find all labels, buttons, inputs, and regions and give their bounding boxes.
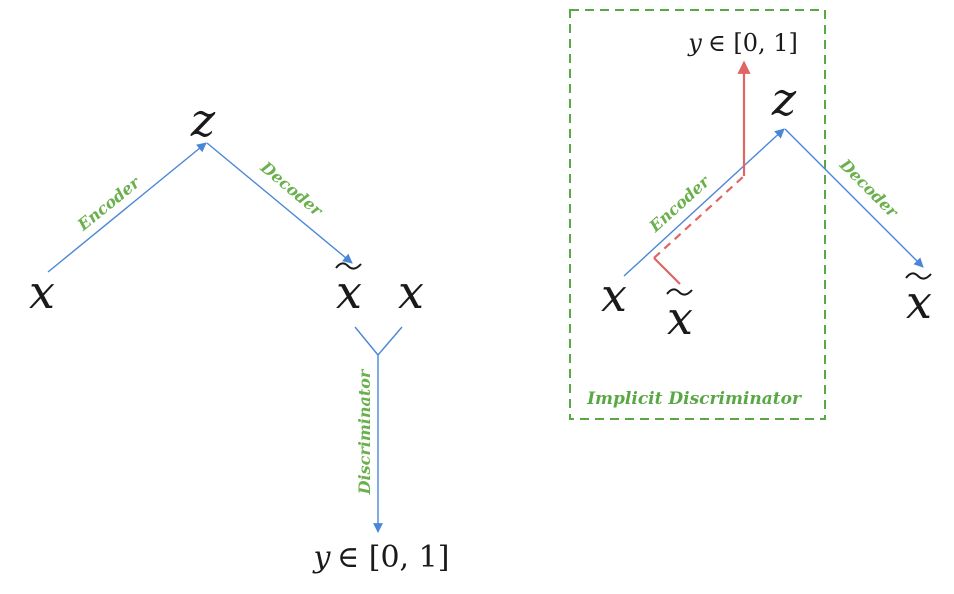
left-y-range: ∈ [0, 1]: [337, 540, 449, 575]
right-diagram: Encoder Decoder Implicit Discriminator z…: [569, 9, 932, 420]
right-node-y-output: y ∈ [0, 1]: [687, 29, 798, 57]
left-node-x-real: x: [398, 265, 424, 319]
right-tilde-mark-input: [666, 288, 693, 296]
implicit-discriminator-label: Implicit Discriminator: [586, 389, 802, 409]
left-node-y-output: y ∈ [0, 1]: [312, 540, 450, 575]
right-decoder-label: Decoder: [835, 154, 903, 222]
left-node-z: z: [190, 93, 216, 147]
left-diagram: Encoder Decoder Discriminator z x x x y …: [29, 93, 449, 575]
right-node-x-tilde-input: x: [666, 288, 693, 345]
left-y-letter: y: [312, 540, 332, 575]
right-y-range: ∈ [0, 1]: [708, 29, 798, 57]
right-encoder-label: Encoder: [645, 171, 715, 236]
left-merge-line-real: [377, 326, 403, 356]
left-merge-line-recon: [354, 326, 379, 356]
left-encoder-label: Encoder: [73, 172, 144, 235]
left-decoder-arrow: [206, 142, 353, 264]
left-node-x-recon-letter: x: [336, 265, 362, 319]
right-node-x-tilde-letter: x: [667, 291, 693, 345]
right-node-x-recon: x: [905, 272, 932, 329]
right-encoder-arrow: [623, 128, 785, 277]
right-y-letter: y: [687, 29, 702, 57]
right-red-dashed: [653, 175, 745, 259]
left-tilde-mark: [335, 262, 362, 270]
right-decoder-arrow: [784, 128, 924, 268]
right-red-stub: [653, 257, 681, 285]
left-decoder-label: Decoder: [256, 157, 327, 221]
left-discriminator-label: Discriminator: [355, 368, 374, 495]
right-tilde-mark-recon: [905, 272, 932, 280]
left-node-x-recon: x: [335, 262, 362, 319]
right-node-z: z: [771, 72, 797, 126]
right-node-x-recon-letter: x: [906, 275, 932, 329]
left-encoder-arrow: [47, 142, 207, 273]
implicit-discriminator-box: [569, 9, 826, 420]
right-node-x-input: x: [601, 268, 627, 322]
left-node-x-input: x: [29, 265, 55, 319]
